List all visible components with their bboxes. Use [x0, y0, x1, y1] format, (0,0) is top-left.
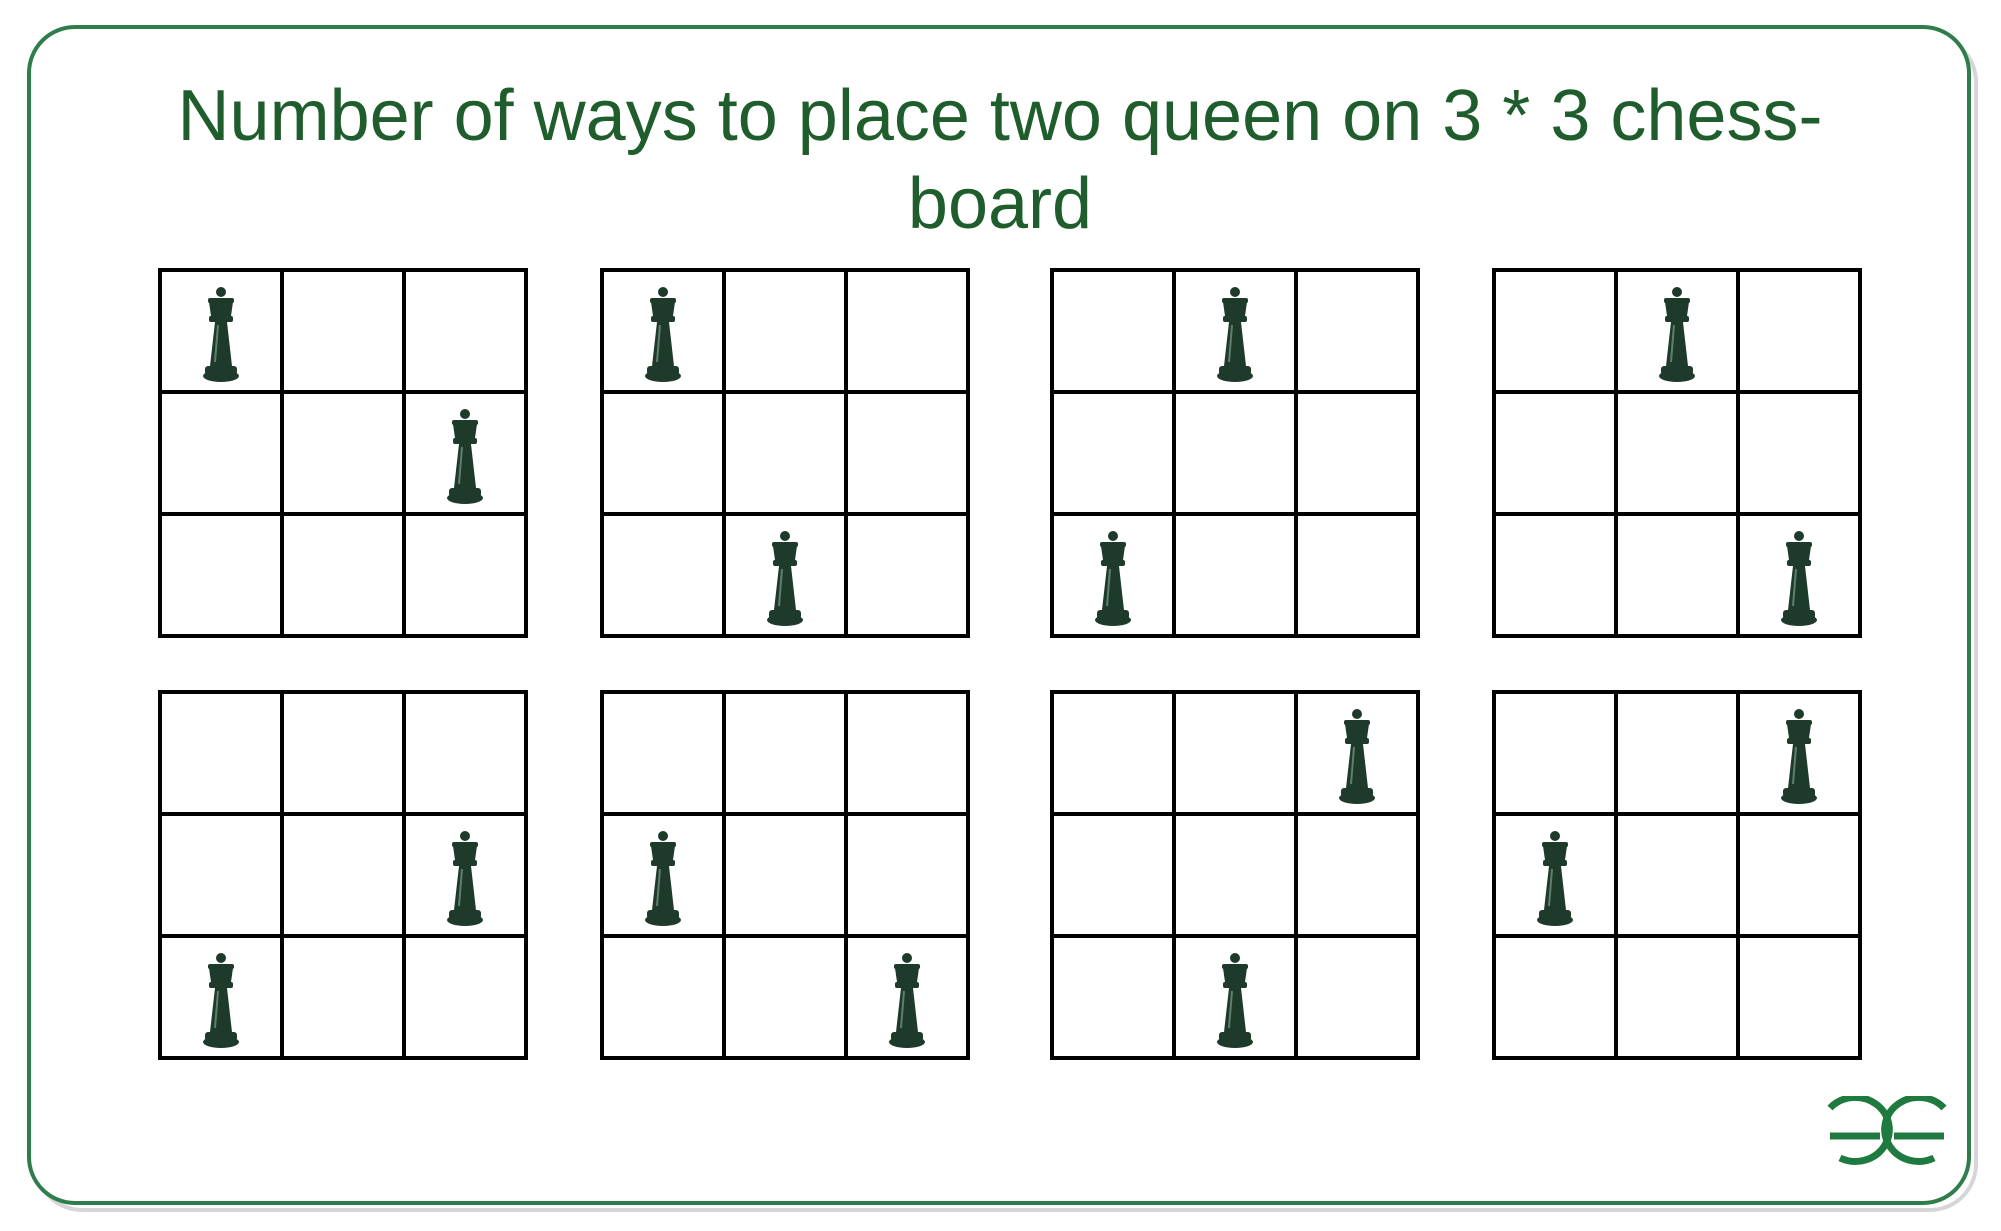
queen-icon [767, 531, 803, 626]
board-cell-r0-c2 [844, 268, 970, 394]
board-cell-r0-c1 [722, 268, 848, 394]
board-cell-r1-c0 [158, 390, 284, 516]
board-cell-r2-c2 [402, 512, 528, 638]
queen-icon [1781, 531, 1817, 626]
chessboard-8 [1492, 690, 1862, 1060]
board-cell-r1-c2 [1294, 390, 1420, 516]
chessboard-grid [1050, 690, 1420, 1060]
board-cell-r2-c2 [1294, 512, 1420, 638]
board-cell-r0-c1 [280, 268, 406, 394]
board-cell-r1-c0 [600, 390, 726, 516]
board-cell-r0-c1 [280, 690, 406, 816]
board-cell-r1-c1 [1614, 390, 1740, 516]
board-cell-r1-c1 [722, 812, 848, 938]
board-cell-r0-c0 [1050, 268, 1176, 394]
board-cell-r2-c0 [1050, 934, 1176, 1060]
board-cell-r2-c2 [844, 512, 970, 638]
board-cell-r0-c0 [158, 690, 284, 816]
chessboard-grid [1492, 268, 1862, 638]
board-cell-r1-c1 [1172, 390, 1298, 516]
board-cell-r2-c0 [600, 934, 726, 1060]
board-cell-r1-c0 [1492, 390, 1618, 516]
queen-icon [889, 953, 925, 1048]
board-cell-r1-c1 [1614, 812, 1740, 938]
board-cell-r0-c2 [1736, 268, 1862, 394]
board-cell-r1-c0 [1050, 812, 1176, 938]
queen-icon [1537, 831, 1573, 926]
board-cell-r1-c1 [280, 390, 406, 516]
board-cell-r2-c2 [1736, 934, 1862, 1060]
board-cell-r2-c0 [600, 512, 726, 638]
board-cell-r1-c1 [280, 812, 406, 938]
figure-title: Number of ways to place two queen on 3 *… [177, 76, 1823, 244]
board-cell-r2-c1 [1614, 934, 1740, 1060]
board-cell-r0-c1 [1172, 690, 1298, 816]
board-cell-r0-c0 [600, 690, 726, 816]
board-cell-r0-c2 [844, 690, 970, 816]
chessboard-1 [158, 268, 528, 638]
chessboard-grid [158, 690, 528, 1060]
board-cell-r2-c0 [1492, 934, 1618, 1060]
queen-icon [1339, 709, 1375, 804]
board-cell-r0-c2 [1294, 268, 1420, 394]
chessboard-grid [600, 690, 970, 1060]
chessboard-grid [1492, 690, 1862, 1060]
board-cell-r2-c1 [280, 934, 406, 1060]
board-cell-r0-c2 [402, 268, 528, 394]
board-cell-r0-c0 [1492, 690, 1618, 816]
board-cell-r0-c1 [1614, 690, 1740, 816]
board-cell-r2-c1 [722, 934, 848, 1060]
board-cell-r1-c1 [1172, 812, 1298, 938]
chessboard-6 [600, 690, 970, 1060]
gfg-logo-svg [1827, 1096, 1947, 1165]
queen-icon [1217, 953, 1253, 1048]
queen-icon [447, 831, 483, 926]
queen-icon [1781, 709, 1817, 804]
board-cell-r0-c0 [1492, 268, 1618, 394]
board-cell-r1-c1 [722, 390, 848, 516]
queen-icon [447, 409, 483, 504]
board-cell-r1-c0 [1050, 390, 1176, 516]
chessboard-7 [1050, 690, 1420, 1060]
chessboard-5 [158, 690, 528, 1060]
board-cell-r0-c0 [1050, 690, 1176, 816]
board-cell-r0-c1 [722, 690, 848, 816]
chessboard-2 [600, 268, 970, 638]
queen-icon [1659, 287, 1695, 382]
queen-icon [1217, 287, 1253, 382]
board-cell-r1-c2 [1294, 812, 1420, 938]
queen-icon [1095, 531, 1131, 626]
board-cell-r1-c2 [1736, 812, 1862, 938]
board-cell-r2-c2 [1294, 934, 1420, 1060]
chessboard-4 [1492, 268, 1862, 638]
board-cell-r2-c0 [1492, 512, 1618, 638]
board-cell-r2-c1 [1172, 512, 1298, 638]
board-cell-r1-c2 [1736, 390, 1862, 516]
board-cell-r1-c2 [844, 812, 970, 938]
queen-icon [645, 287, 681, 382]
chessboard-grid [158, 268, 528, 638]
board-cell-r2-c0 [158, 512, 284, 638]
board-cell-r0-c2 [402, 690, 528, 816]
chessboard-grid [1050, 268, 1420, 638]
chessboard-3 [1050, 268, 1420, 638]
board-cell-r2-c2 [402, 934, 528, 1060]
board-cell-r2-c1 [280, 512, 406, 638]
board-cell-r1-c2 [844, 390, 970, 516]
chessboard-grid [600, 268, 970, 638]
board-cell-r2-c1 [1614, 512, 1740, 638]
gfg-logo-icon [1822, 1096, 1952, 1174]
queen-icon [203, 953, 239, 1048]
queen-icon [645, 831, 681, 926]
queen-icon [203, 287, 239, 382]
board-cell-r1-c0 [158, 812, 284, 938]
